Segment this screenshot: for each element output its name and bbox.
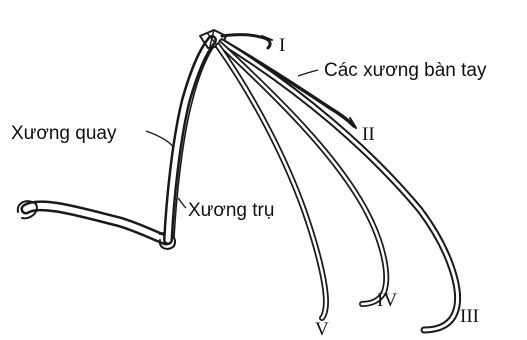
radius-label: Xương quay — [11, 123, 117, 144]
digit-4-label: IV — [377, 290, 397, 311]
humerus-bone — [18, 201, 175, 249]
digit-2-label: II — [362, 124, 375, 145]
digit-5-label: V — [315, 319, 329, 340]
digit-1-label: I — [279, 35, 285, 56]
digit-5-bone — [218, 46, 326, 318]
ulna-label: Xương trụ — [188, 200, 274, 221]
digit-3-label: III — [460, 306, 479, 327]
metacarpals-label: Các xương bàn tay — [324, 60, 487, 81]
digit-3-bone — [222, 42, 458, 330]
